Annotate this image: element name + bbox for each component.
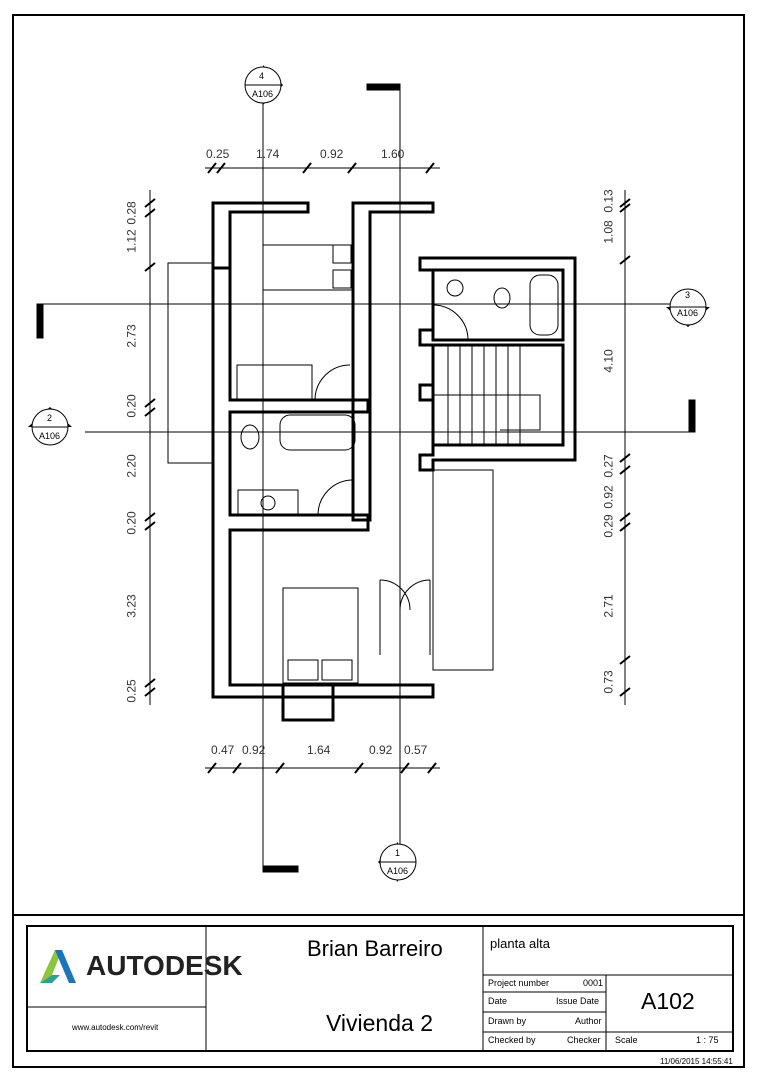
section-2-number: 2 [47, 413, 53, 423]
dim-left: 1.12 [124, 229, 139, 253]
dim-left: 0.20 [124, 511, 139, 535]
section-lines [36, 83, 696, 873]
project-number: 0001 [583, 978, 604, 988]
section-4-sheet: A106 [252, 89, 274, 99]
autodesk-logo-text: AUTODESK [86, 950, 243, 981]
project-name: Vivienda 2 [326, 1010, 433, 1036]
dim-left: 2.73 [124, 324, 139, 348]
project-number-label: Project number [488, 978, 550, 988]
dim-bottom: 0.57 [404, 743, 428, 757]
dim-right: 2.71 [601, 594, 616, 618]
dim-right: 1.08 [601, 220, 616, 244]
section-1-sheet: A106 [387, 866, 409, 876]
section-3-sheet: A106 [677, 308, 699, 318]
sheet-title: planta alta [490, 936, 550, 951]
drawn-by: Author [575, 1016, 602, 1026]
date-label: Date [488, 996, 508, 1006]
dim-left: 0.25 [124, 679, 139, 703]
dim-right: 0.92 [601, 485, 616, 509]
section-3-number: 3 [685, 290, 691, 300]
dim-left: 3.23 [124, 594, 139, 618]
section-2-sheet: A106 [39, 431, 61, 441]
dim-right: 0.27 [601, 454, 616, 478]
dim-top: 0.92 [320, 147, 344, 161]
website-link: www.autodesk.com/revit [72, 1023, 159, 1032]
timestamp: 11/06/2015 14:55:41 [660, 1057, 733, 1066]
dim-left: 0.20 [124, 394, 139, 418]
dim-left: 2.20 [124, 454, 139, 478]
scale-label: Scale [615, 1035, 638, 1045]
fixtures [167, 244, 559, 684]
designer-name: Brian Barreiro [307, 936, 443, 961]
autodesk-logo-icon [40, 950, 76, 983]
dim-right: 4.10 [601, 349, 616, 373]
dimension-lines [144, 162, 631, 774]
sheet-border [12, 14, 745, 1068]
sheet-number: A102 [641, 988, 695, 1014]
walls [211, 201, 577, 722]
title-block-frame [13, 914, 744, 1068]
checked-by-label: Checked by [488, 1035, 536, 1045]
dim-right: 0.29 [601, 514, 616, 538]
dim-bottom: 0.47 [211, 743, 235, 757]
date-value: Issue Date [556, 996, 600, 1006]
dim-top: 0.25 [206, 147, 230, 161]
dim-bottom: 0.92 [242, 743, 266, 757]
section-4-number: 4 [259, 71, 265, 81]
checked-by: Checker [567, 1035, 601, 1045]
section-heads [28, 65, 710, 882]
section-1-number: 1 [395, 848, 401, 858]
dim-top: 1.60 [381, 147, 405, 161]
dim-bottom: 0.92 [369, 743, 393, 757]
scale-value: 1 : 75 [696, 1035, 719, 1045]
dim-left: 0.28 [124, 201, 139, 225]
dim-right: 0.73 [601, 670, 616, 694]
dim-top: 1.74 [256, 147, 280, 161]
dim-bottom: 1.64 [307, 743, 331, 757]
dim-right: 0.13 [601, 189, 616, 213]
drawn-by-label: Drawn by [488, 1016, 527, 1026]
